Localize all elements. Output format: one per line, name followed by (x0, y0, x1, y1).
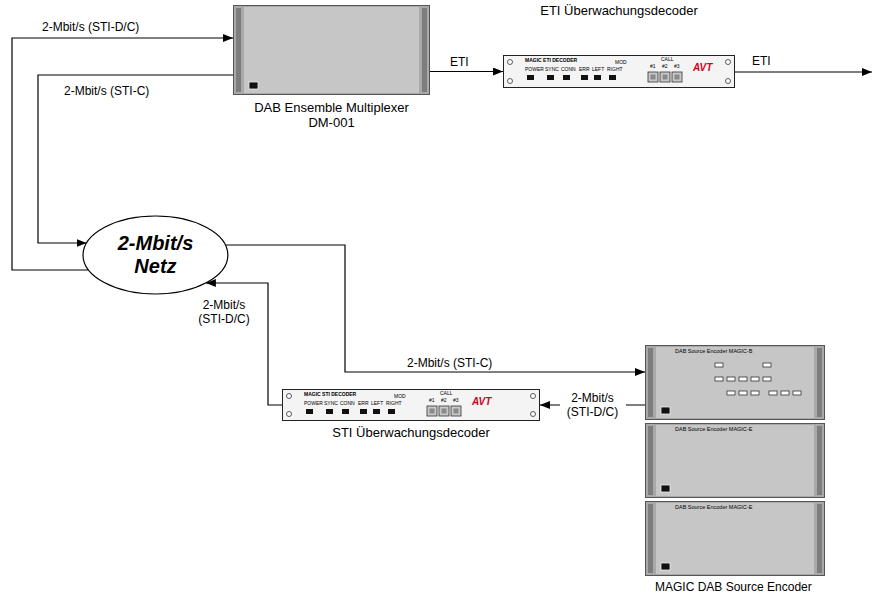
panel-label: #1 (650, 64, 656, 69)
panel-label: MOD (394, 394, 406, 399)
panel-label: RIGHT (386, 401, 402, 406)
panel-label: #2 (662, 64, 668, 69)
panel-label: POWER (304, 401, 323, 406)
panel-label: MOD (615, 60, 627, 65)
panel-label: ERR (579, 67, 590, 72)
panel-label: SYNC (324, 401, 338, 406)
panel-title: DAB Source Encoder MAGIC-E (675, 505, 752, 511)
panel-label: #1 (429, 398, 435, 403)
device-caption: ETI Überwachungsdecoder (540, 4, 698, 19)
device-caption: STI Überwachungsdecoder (332, 426, 490, 441)
rack-unit: DAB Source Encoder MAGIC-E (645, 501, 825, 576)
rack-drawing (645, 501, 825, 576)
panel-label: MAGIC STI DECODER (304, 392, 356, 397)
signal-connector (430, 71, 503, 72)
network-cloud: 2-Mbit/s Netz (82, 215, 229, 295)
brand-logo: AVT (472, 397, 491, 407)
connector-label: 2-Mbit/s (STI-C) (405, 356, 494, 370)
signal-connector (225, 245, 645, 372)
panel-label: CALL (440, 391, 453, 396)
group-caption: MAGIC DAB Source Encoder (655, 581, 812, 593)
rack-unit: DAB Source Encoder MAGIC-B (645, 345, 825, 420)
panel-label: #2 (441, 398, 447, 403)
rack-unit: DAB Source Encoder MAGIC-E (645, 423, 825, 498)
rack-drawing (645, 423, 825, 498)
panel-label: MAGIC ETI DECODER (525, 58, 577, 63)
panel-label: #3 (453, 398, 459, 403)
connector-label: 2-Mbit/s (STI-C) (62, 84, 151, 98)
signal-label: ETI (752, 55, 771, 67)
rack-unit: DAB Ensemble Multiplexer DM-001 (233, 5, 430, 95)
panel-title: DAB Source Encoder MAGIC-B (675, 349, 752, 355)
panel-label: RIGHT (607, 67, 623, 72)
connector-label: 2-Mbit/s (STI-D/C) (560, 391, 626, 420)
connector-label: 2-Mbit/s (STI-D/C) (40, 20, 141, 34)
network-name: 2-Mbit/s Netz (105, 232, 205, 278)
panel-label: SYNC (545, 67, 559, 72)
connector-label: ETI (448, 55, 471, 69)
panel-label: POWER (525, 67, 544, 72)
panel-title: DAB Source Encoder MAGIC-E (675, 427, 752, 433)
panel-label: CALL (661, 57, 674, 62)
decoder-unit: STI ÜberwachungsdecoderMAGIC STI DECODER… (282, 389, 540, 421)
connector-label: 2-Mbit/s (STI-D/C) (188, 298, 260, 327)
rack-drawing (233, 5, 430, 95)
panel-label: LEFT (592, 67, 604, 72)
panel-label: ERR (358, 401, 369, 406)
panel-label: #3 (674, 64, 680, 69)
panel-label: LEFT (371, 401, 383, 406)
device-caption: DAB Ensemble Multiplexer DM-001 (243, 101, 421, 131)
brand-logo: AVT (693, 63, 712, 73)
panel-label: CONN (340, 401, 355, 406)
decoder-unit: ETI ÜberwachungsdecoderMAGIC ETI DECODER… (503, 55, 735, 88)
panel-label: CONN (561, 67, 576, 72)
rack-drawing (645, 345, 825, 420)
signal-arrow (735, 71, 872, 72)
